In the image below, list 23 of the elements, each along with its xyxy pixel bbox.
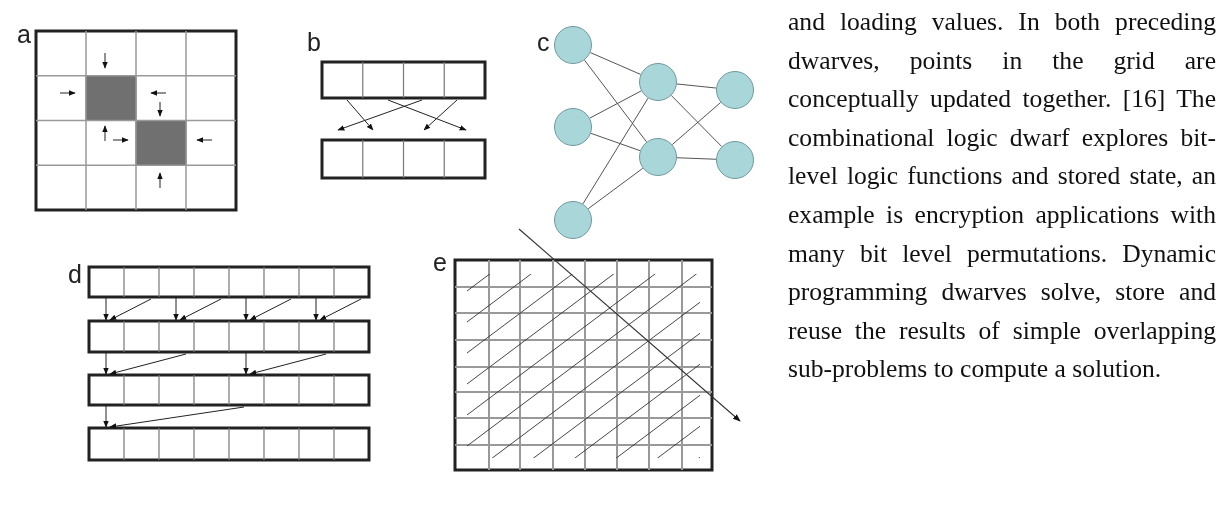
panel-letter: c [537,30,550,55]
connector-line [589,52,642,75]
neuron-circle [716,141,754,179]
connector-line [589,90,642,119]
connector-line [670,95,723,147]
panel-letter: a [17,22,31,47]
neuron-circle [716,71,754,109]
connector-line [590,132,641,152]
connector-line [676,157,717,160]
neuron-circle [639,63,677,101]
connector-line [582,97,649,205]
neuron-circle [554,26,592,64]
neuron-circle [554,201,592,239]
panel-letter: e [433,250,447,275]
neuron-circle [554,108,592,146]
connector-line [676,83,717,89]
connector-line [584,59,647,143]
panel-letter: d [68,262,82,287]
connector-line [587,167,644,210]
connector-line [671,101,722,146]
panel-letter: b [307,30,321,55]
body-paragraph: and loading values. In both preceding dwarves, points in the grid are conceptually updated together. [16] The combinational logic dwarf explores bit-level logic functions and stored state, an example is encryption applications with many bit level permutations. Dynamic programming dwarves solve, store and reuse the results of simple overlapping sub-problems to compute a solution. [788,6,1216,386]
neuron-circle [639,138,677,176]
